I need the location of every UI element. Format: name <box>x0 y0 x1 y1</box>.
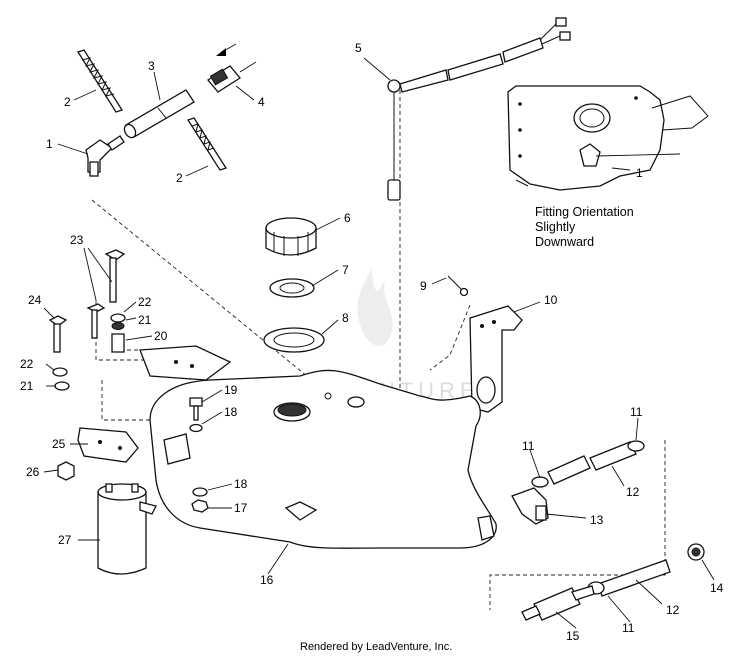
fuel-tank <box>149 369 497 549</box>
callout-17: 17 <box>234 501 248 515</box>
callout-16: 16 <box>260 573 274 587</box>
cap-gasket <box>269 278 315 298</box>
callout-6: 6 <box>344 211 351 225</box>
callout-8: 8 <box>342 311 349 325</box>
fuel-line-upper <box>531 440 645 488</box>
callout-12b: 12 <box>666 603 680 617</box>
fuel-line-lower <box>587 559 671 597</box>
callout-1: 1 <box>46 137 53 151</box>
callout-2b: 2 <box>176 171 183 185</box>
callout-10: 10 <box>544 293 558 307</box>
fuel-hose <box>123 89 195 139</box>
callout-9: 9 <box>420 279 427 293</box>
fitting-orientation-inset <box>507 85 709 191</box>
fuel-level-sender <box>387 17 571 201</box>
fuel-cap <box>265 217 317 256</box>
callout-18a: 18 <box>234 477 248 491</box>
callout-11b: 11 <box>630 405 643 419</box>
callout-11a: 11 <box>522 439 535 453</box>
callout-20: 20 <box>154 329 168 343</box>
callout-7: 7 <box>342 263 349 277</box>
hose-strap-upper <box>77 49 123 113</box>
callout-2a: 2 <box>64 95 71 109</box>
callout-4: 4 <box>258 95 265 109</box>
bracket-plate <box>77 345 232 463</box>
callout-3: 3 <box>148 59 155 73</box>
hose-clamp-single <box>687 543 705 561</box>
inset-note-line-2: Slightly <box>535 220 576 234</box>
tank-mounting-bracket <box>469 305 523 413</box>
elbow-fitting <box>85 135 125 177</box>
callout-12a: 12 <box>626 485 640 499</box>
callout-22a: 22 <box>138 295 152 309</box>
shutoff-valve <box>511 487 549 525</box>
inset-note-line-3: Downward <box>535 235 594 249</box>
callout-21a: 21 <box>138 313 152 327</box>
callout-14: 14 <box>710 581 724 595</box>
fasteners-bracket <box>48 249 126 391</box>
inset-note-line-1: Fitting Orientation <box>535 205 634 219</box>
callout-18b: 18 <box>224 405 238 419</box>
inset-callout-1: 1 <box>636 166 643 180</box>
inline-fuel-filter <box>521 585 595 621</box>
callout-21b: 21 <box>20 379 34 393</box>
callout-25: 25 <box>52 437 66 451</box>
callout-11c: 11 <box>622 621 635 635</box>
callout-27: 27 <box>58 533 72 547</box>
footer-credit: Rendered by LeadVenture, Inc. <box>300 641 452 653</box>
callout-5: 5 <box>355 41 362 55</box>
callout-labels: 1 2 2 3 4 5 6 7 8 9 10 11 11 11 12 12 13… <box>20 41 724 643</box>
retainer-pin <box>447 275 469 297</box>
callout-15: 15 <box>566 629 580 643</box>
fasteners-tank <box>189 397 209 513</box>
filler-neck-seal <box>263 327 325 353</box>
callout-24: 24 <box>28 293 42 307</box>
vent-check-valve <box>207 43 257 93</box>
callout-22b: 22 <box>20 357 34 371</box>
callout-23: 23 <box>70 233 84 247</box>
hose-strap-lower <box>187 117 227 171</box>
callout-26: 26 <box>26 465 40 479</box>
leader-lines <box>43 57 715 629</box>
hex-nut <box>57 461 75 481</box>
callout-13: 13 <box>590 513 604 527</box>
canister-filter <box>97 483 157 575</box>
callout-19: 19 <box>224 383 238 397</box>
